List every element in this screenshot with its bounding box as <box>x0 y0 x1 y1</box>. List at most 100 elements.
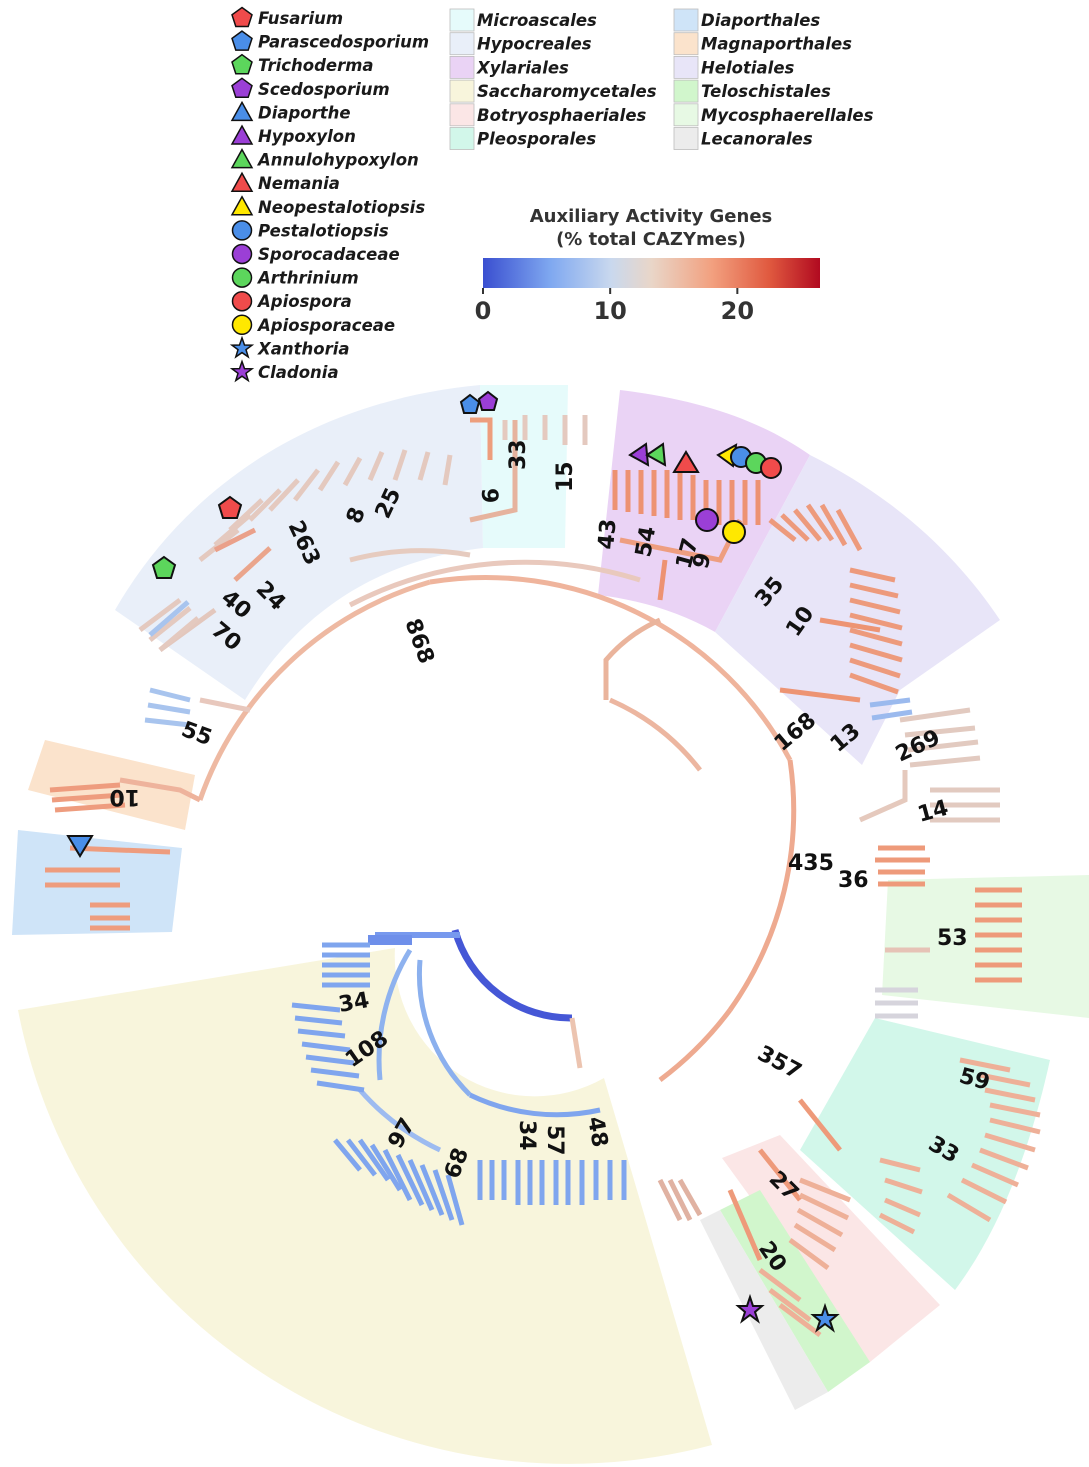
genus-legend-label: Xanthoria <box>257 339 350 358</box>
order-legend-item: Lecanorales <box>673 127 813 150</box>
circle-icon <box>231 314 253 336</box>
sector-pleosporales <box>800 1018 1050 1290</box>
triangle-icon <box>230 124 254 145</box>
order-swatch <box>673 127 699 150</box>
node-label-48: 48 <box>582 1115 612 1150</box>
colorbar-tick-label: 20 <box>721 297 754 325</box>
order-legend-item: Xylariales <box>449 56 569 79</box>
node-label-34a: 34 <box>337 988 372 1018</box>
order-swatch <box>673 79 699 103</box>
colorbar-title-line1: Auxiliary Activity Genes <box>530 206 773 227</box>
node-label-15: 15 <box>553 461 578 492</box>
genus-legend-item: Neopestalotiopsis <box>230 195 425 217</box>
genus-legend-item: Sporocadaceae <box>231 243 400 265</box>
order-legend-item: Mycosphaerellales <box>673 103 874 127</box>
marker-sporocadaceae <box>695 508 719 532</box>
marker-xanthoria <box>810 1302 840 1333</box>
sector-teloschistales <box>720 1190 870 1392</box>
order-swatch <box>673 56 699 79</box>
sector-lecanorales <box>700 1210 828 1410</box>
order-legend: MicroascalesHypocrealesXylarialesSacchar… <box>449 8 874 150</box>
genus-legend-item: Annulohypoxylon <box>230 148 419 170</box>
order-legend-label: Helotiales <box>701 58 795 77</box>
marker-cladonia <box>735 1293 765 1324</box>
marker-apiosporaceae <box>722 520 746 544</box>
genus-legend-label: Neopestalotiopsis <box>258 198 425 217</box>
genus-legend-item: Arthrinium <box>231 267 359 288</box>
genus-legend-item: Trichoderma <box>231 53 374 75</box>
order-swatch <box>449 103 475 127</box>
genus-legend-label: Annulohypoxylon <box>256 151 419 170</box>
node-label-357: 357 <box>753 1041 805 1085</box>
colorbar-tick-label: 10 <box>593 297 626 325</box>
triangle-icon <box>230 195 254 216</box>
pentagon-icon <box>231 30 253 51</box>
genus-legend-label: Apiosporaceae <box>256 316 395 335</box>
order-legend-item: Teloschistales <box>673 79 831 103</box>
tree-branches <box>119 417 930 1261</box>
node-label-36: 36 <box>838 868 869 893</box>
triangle-icon <box>230 100 254 122</box>
genus-legend-label: Parascedosporium <box>258 33 429 52</box>
node-label-14: 14 <box>915 796 951 828</box>
genus-legend-label: Nemania <box>258 174 340 193</box>
genus-legend-item: Xanthoria <box>229 335 350 359</box>
order-legend-label: Xylariales <box>476 58 569 77</box>
clade-sectors <box>12 385 1089 1464</box>
order-swatch <box>449 32 475 56</box>
circle-icon <box>231 290 253 312</box>
marker-diaporthe <box>66 835 94 858</box>
genus-legend-label: Trichoderma <box>258 56 374 75</box>
genus-legend-label: Fusarium <box>258 9 343 28</box>
marker-scedosporium <box>477 390 499 411</box>
node-label-54: 54 <box>631 525 661 560</box>
node-label-9a: 9 <box>476 488 501 503</box>
sector-mycosphaerellales <box>882 875 1089 1018</box>
order-swatch <box>449 127 475 150</box>
genus-legend-label: Sporocadaceae <box>258 245 400 264</box>
order-legend-label: Pleosporales <box>477 130 596 149</box>
order-legend-item: Magnaporthales <box>673 32 852 56</box>
order-legend-label: Hypocreales <box>477 35 592 54</box>
order-legend-label: Saccharomycetales <box>477 82 657 101</box>
genus-legend-label: Apiospora <box>256 292 352 311</box>
star-icon <box>229 359 255 383</box>
order-swatch <box>673 32 699 56</box>
node-label-9b: 9 <box>689 550 717 571</box>
marker-fusarium <box>217 495 243 519</box>
marker-trichoderma <box>151 555 177 579</box>
order-legend-label: Botryosphaeriales <box>477 106 647 125</box>
genus-legend: FusariumParascedosporiumTrichodermaScedo… <box>229 6 429 383</box>
node-label-34b: 34 <box>514 1120 539 1151</box>
order-legend-item: Diaporthales <box>673 8 820 32</box>
order-legend-item: Botryosphaeriales <box>449 103 647 127</box>
order-legend-item: Hypocreales <box>449 32 592 56</box>
order-swatch <box>673 8 699 32</box>
node-label-53: 53 <box>937 926 968 951</box>
node-label-33a: 33 <box>506 439 531 470</box>
genus-legend-item: Diaporthe <box>230 100 351 122</box>
order-legend-label: Magnaporthales <box>701 35 852 54</box>
triangle-icon <box>230 171 254 192</box>
order-legend-label: Microascales <box>477 11 597 30</box>
triangle-icon <box>230 148 254 169</box>
pentagon-icon <box>231 53 253 75</box>
genus-legend-label: Diaporthe <box>258 103 351 122</box>
genus-legend-label: Cladonia <box>258 363 339 382</box>
genus-legend-label: Pestalotiopsis <box>258 221 389 240</box>
circle-icon <box>231 243 253 265</box>
marker-apiospora <box>760 457 782 479</box>
genus-legend-item: Cladonia <box>229 359 339 383</box>
node-label-868: 868 <box>399 616 438 668</box>
genus-legend-label: Scedosporium <box>258 80 390 99</box>
genus-legend-item: Fusarium <box>231 6 343 28</box>
order-legend-item: Pleosporales <box>449 127 596 150</box>
order-swatch <box>449 56 475 79</box>
sector-hypocreales <box>115 385 483 700</box>
colorbar-gradient <box>483 258 820 288</box>
circle-icon <box>231 267 253 288</box>
genus-legend-label: Arthrinium <box>256 269 359 288</box>
tree-markers <box>66 390 840 1333</box>
genus-legend-item: Apiosporaceae <box>231 314 395 336</box>
